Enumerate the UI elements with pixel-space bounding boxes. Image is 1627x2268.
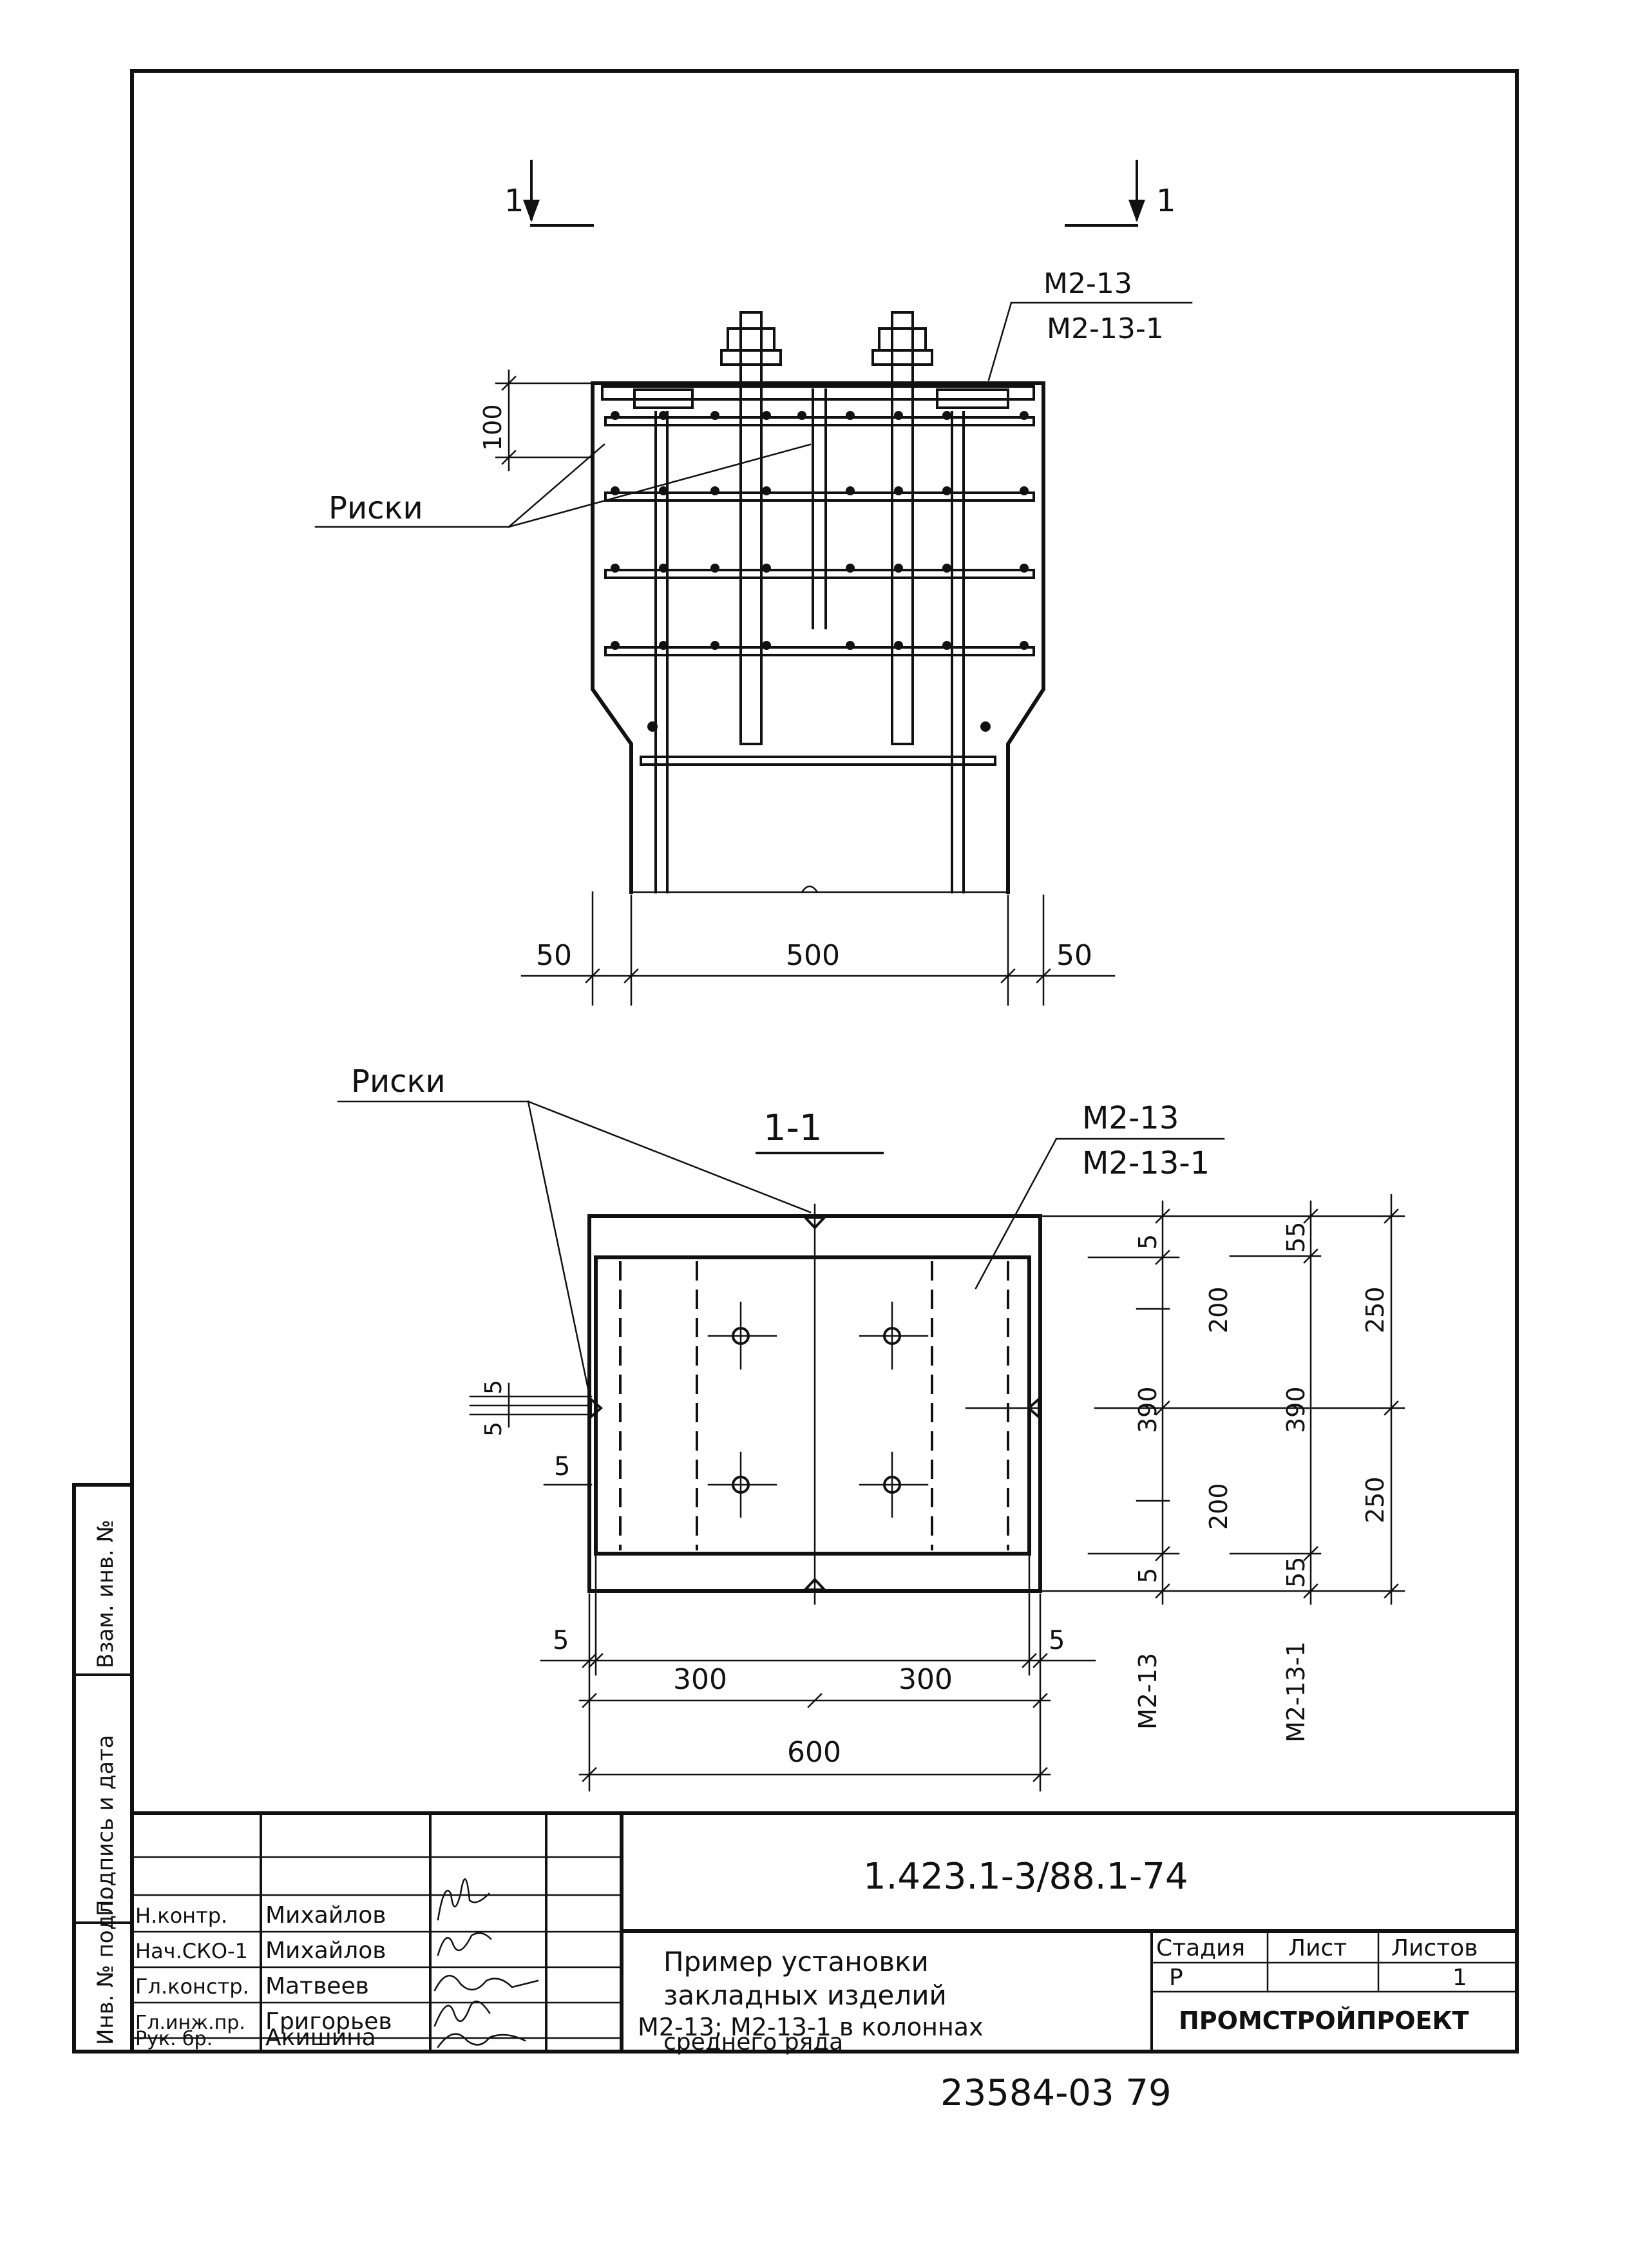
section-dim-s1-200-bottom: 200 (1204, 1483, 1233, 1530)
name-nach-sko: Михайлов (265, 1938, 386, 1964)
sheets-value: 1 (1452, 1965, 1467, 1991)
section-dim-s2-55-bottom: 55 (1282, 1557, 1310, 1588)
elevation-risks-label: Риски (328, 490, 423, 526)
title-block (130, 1811, 1519, 2054)
section-mark-right (1065, 160, 1145, 227)
footer-stamp: 23584-03 79 (940, 2072, 1172, 2114)
section-dim-s2-55-top: 55 (1282, 1222, 1310, 1253)
section-dim-left-5b: 5 (480, 1422, 507, 1436)
elevation-leader (987, 301, 1013, 381)
section-label-m2-13-1: М2-13-1 (1082, 1145, 1210, 1181)
role-gl-inzh: Гл.инж.пр. (135, 2012, 245, 2034)
section-dim-300-left: 300 (673, 1663, 727, 1696)
elevation-view (591, 311, 1045, 894)
elevation-dim-500: 500 (786, 939, 840, 972)
section-dim-stacks (1039, 1194, 1405, 1605)
role-ruk-br: Рук. бр. (135, 2028, 213, 2050)
rebar-dots (611, 411, 1029, 732)
section-dim-left (469, 1382, 593, 1486)
doc-code: 1.423.1-3/88.1-74 (863, 1856, 1188, 1898)
name-gl-konstr: Матвеев (265, 1973, 369, 1999)
elevation-dim-50-right: 50 (1056, 939, 1092, 972)
role-nach-sko: Нач.СКО-1 (135, 1939, 248, 1963)
side-cell-inv-podl: Инв. № подл. (93, 1894, 119, 2045)
stage-header: Стадия (1156, 1935, 1245, 1961)
section-mark-left (523, 160, 594, 227)
section-label-m2-13: М2-13 (1082, 1100, 1179, 1136)
section-dim-bottom-5-left: 5 (553, 1626, 569, 1655)
section-dim-s2-390: 390 (1282, 1386, 1310, 1433)
section-dim-bottom-5-right: 5 (1049, 1626, 1065, 1655)
document-title: Пример установки закладных изделий М2-13… (638, 1946, 984, 2055)
section-dim-s1-5-bottom: 5 (1134, 1568, 1162, 1583)
title-line-1: Пример установки (663, 1946, 929, 1977)
section-dim-s1-390: 390 (1134, 1386, 1162, 1433)
elevation-dim-100-text: 100 (479, 404, 507, 451)
elevation-dim-100 (495, 369, 594, 472)
section-dim-left-5a: 5 (480, 1380, 507, 1395)
elevation-dim-50-left: 50 (536, 939, 572, 972)
elevation-label-m2-13-1: М2-13-1 (1047, 312, 1164, 345)
name-ruk-br: Акишина (265, 2025, 376, 2051)
elevation-dim-bottom (520, 891, 1116, 1006)
title-line-2: закладных изделий (663, 1979, 947, 2011)
section-dim-s1-200-top: 200 (1204, 1286, 1233, 1333)
section-dim-s2-caption: М2-13-1 (1282, 1641, 1310, 1742)
section-dim-left-5: 5 (554, 1452, 570, 1482)
section-dim-s3-250-top: 250 (1361, 1286, 1389, 1333)
name-n-kontr: Михайлов (265, 1902, 386, 1929)
section-mark-left-label: 1 (504, 183, 524, 219)
section-dim-s1-caption: М2-13 (1134, 1653, 1162, 1730)
side-cell-replace-inv: Взам. инв. № (93, 1520, 119, 1668)
elevation-label-m2-13: М2-13 (1043, 267, 1132, 300)
role-gl-konstr: Гл.констр. (135, 1974, 249, 1999)
section-mark-right-label: 1 (1156, 183, 1176, 219)
name-gl-inzh: Григорьев (265, 2008, 392, 2035)
section-dim-300-right: 300 (899, 1663, 953, 1696)
sheet-header: Лист (1288, 1935, 1347, 1961)
section-dim-s1-5-top: 5 (1134, 1234, 1162, 1250)
sheet-frame (72, 69, 1519, 2054)
sheets-header: Листов (1391, 1935, 1478, 1961)
section-risks-label: Риски (351, 1063, 446, 1100)
section-title: 1-1 (763, 1107, 822, 1149)
title-line-3: М2-13; М2-13-1 в колоннах (638, 2013, 984, 2041)
title-block-rows: Н.контр. Михайлов Нач.СКО-1 Михайлов Гл.… (135, 1902, 392, 2051)
section-dim-bottom (540, 1554, 1096, 1792)
stage-value: Р (1169, 1965, 1183, 1991)
organization: ПРОМСТРОЙПРОЕКТ (1179, 2006, 1469, 2035)
section-plan-view (587, 1203, 1042, 1605)
role-n-kontr: Н.контр. (135, 1903, 227, 1928)
signature-marks (433, 1878, 539, 2048)
section-dim-600: 600 (787, 1736, 841, 1769)
section-dim-s3-250-bottom: 250 (1361, 1476, 1389, 1523)
side-cell-signature-date: Подпись и дата (93, 1735, 119, 1916)
title-line-4: среднего ряда (663, 2029, 843, 2055)
